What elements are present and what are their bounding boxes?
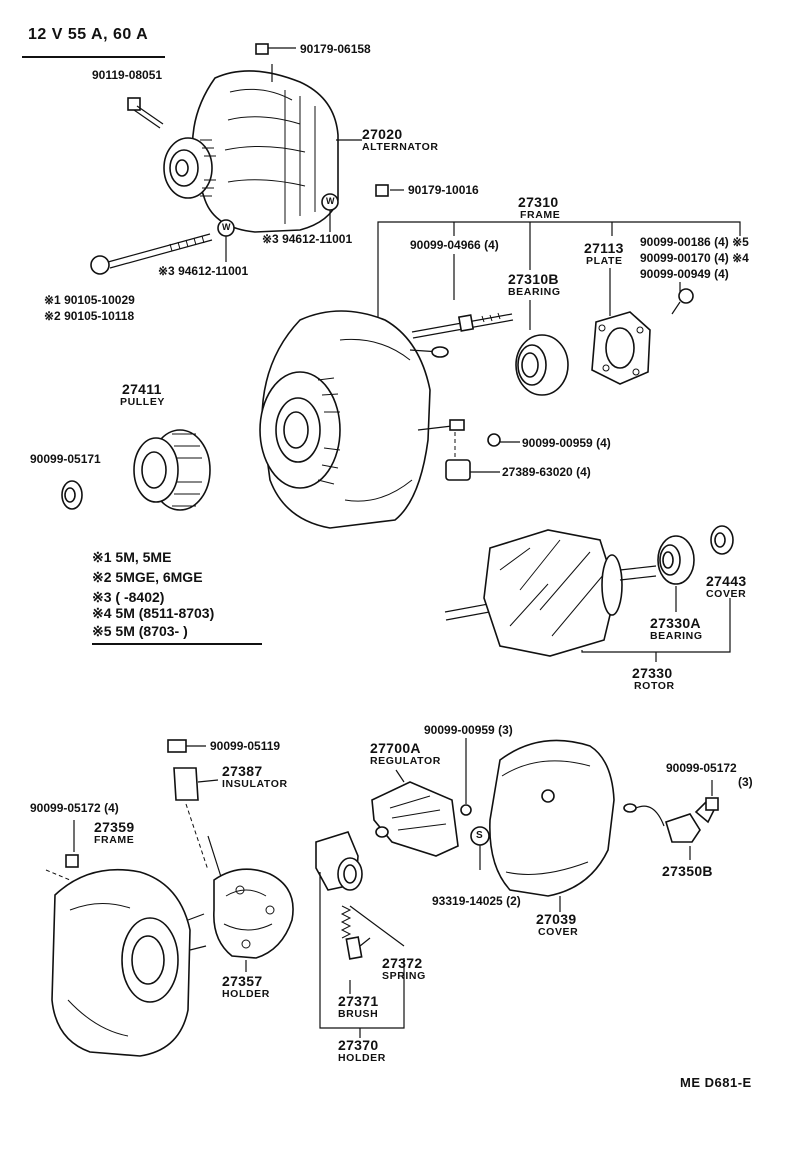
- label-27370-name: HOLDER: [338, 1052, 386, 1064]
- label-93319-14025: 93319-14025 (2): [432, 894, 521, 908]
- label-27700A-name: REGULATOR: [370, 755, 441, 767]
- label-27387-name: INSULATOR: [222, 778, 288, 790]
- diagram-title: 12 V 55 A, 60 A: [28, 26, 149, 43]
- bearing-27310B: [515, 334, 569, 396]
- label-27330: 27330: [632, 665, 673, 681]
- label-90119-08051: 90119-08051: [92, 68, 163, 82]
- label-27443: 27443: [706, 573, 747, 589]
- plate-27113: [591, 311, 651, 385]
- screw-90099-00949: [671, 288, 694, 315]
- label-90099-00170: 90099-00170 (4) ※4: [640, 251, 749, 265]
- label-27020: 27020: [362, 126, 403, 142]
- note-5: ※5 5M (8703- ): [92, 623, 188, 639]
- label-27039-name: COVER: [538, 926, 579, 938]
- label-27330A: 27330A: [650, 615, 701, 631]
- note-4: ※4 5M (8511-8703): [92, 605, 215, 621]
- label-90105-10118: ※2 90105-10118: [44, 309, 135, 323]
- label-90179-06158: 90179-06158: [300, 42, 371, 56]
- label-90099-05172-a: 90099-05172: [666, 761, 737, 775]
- brush-holder-27370: [315, 831, 363, 891]
- label-27020-name: ALTERNATOR: [362, 141, 439, 153]
- label-27310B: 27310B: [508, 271, 559, 287]
- regulator-27700A: [371, 781, 459, 857]
- terminal-27350B: [623, 798, 718, 843]
- label-27389-63020: 27389-63020 (4): [502, 465, 591, 479]
- label-27371: 27371: [338, 993, 379, 1009]
- label-94612-11001-a: ※3 94612-11001: [262, 232, 353, 246]
- label-90099-00186: 90099-00186 (4) ※5: [640, 235, 749, 249]
- note-2: ※2 5MGE, 6MGE: [92, 569, 203, 585]
- alternator-assembly: [163, 43, 339, 233]
- label-90099-05172-b: 90099-05172 (4): [30, 801, 119, 815]
- label-27371-name: BRUSH: [338, 1008, 379, 1020]
- label-90099-05172-a-qty: (3): [738, 775, 753, 789]
- stud-90099-04966: [411, 312, 514, 339]
- label-27357: 27357: [222, 973, 263, 989]
- bearing-27330A: [657, 535, 695, 585]
- label-27372-name: SPRING: [382, 970, 426, 982]
- label-27359: 27359: [94, 819, 135, 835]
- label-90099-00959-a: 90099-00959 (4): [522, 436, 611, 450]
- mark-s: S: [476, 830, 484, 841]
- label-27443-name: COVER: [706, 588, 747, 600]
- label-90099-00949: 90099-00949 (4): [640, 267, 729, 281]
- label-27411: 27411: [122, 381, 162, 397]
- label-90099-04966: 90099-04966 (4): [410, 238, 499, 252]
- label-27113-name: PLATE: [586, 255, 623, 267]
- bolt-90119-08051: [127, 97, 164, 129]
- label-90179-10016: 90179-10016: [408, 183, 479, 197]
- label-27387: 27387: [222, 763, 263, 779]
- washer-mark-w-a: W: [326, 196, 336, 206]
- label-27411-name: PULLEY: [120, 396, 166, 408]
- label-90099-05119: 90099-05119: [210, 739, 281, 753]
- label-27330A-name: BEARING: [650, 630, 703, 642]
- label-27370: 27370: [338, 1037, 379, 1053]
- label-27350B: 27350B: [662, 863, 713, 879]
- pulley-27411: [133, 429, 211, 511]
- diagram-reference: ME D681-E: [680, 1075, 752, 1090]
- label-27039: 27039: [536, 911, 577, 927]
- label-90099-00959-b: 90099-00959 (3): [424, 723, 513, 737]
- rectifier-holder-27357: [213, 868, 294, 959]
- rear-cover-27039: [489, 739, 615, 897]
- note-1: ※1 5M, 5ME: [92, 549, 172, 565]
- long-bolt-90105: [90, 233, 213, 275]
- label-27357-name: HOLDER: [222, 988, 270, 1000]
- label-27310-name: FRAME: [520, 209, 561, 221]
- rectifier-end-frame-27359: [45, 868, 207, 1057]
- label-27330-name: ROTOR: [634, 680, 675, 692]
- drive-end-frame: [259, 310, 465, 529]
- label-90105-10029: ※1 90105-10029: [44, 293, 135, 307]
- label-90099-05171: 90099-05171: [30, 452, 101, 466]
- label-27359-name: FRAME: [94, 834, 135, 846]
- washer-mark-w-b: W: [222, 222, 232, 232]
- label-27700A: 27700A: [370, 740, 421, 756]
- label-27113: 27113: [584, 240, 624, 256]
- label-94612-11001-b: ※3 94612-11001: [158, 264, 249, 278]
- label-27310B-name: BEARING: [508, 286, 561, 298]
- label-27372: 27372: [382, 955, 423, 971]
- label-27310: 27310: [518, 194, 559, 210]
- rotor-27330: [444, 529, 657, 657]
- note-3: ※3 ( -8402): [92, 589, 165, 605]
